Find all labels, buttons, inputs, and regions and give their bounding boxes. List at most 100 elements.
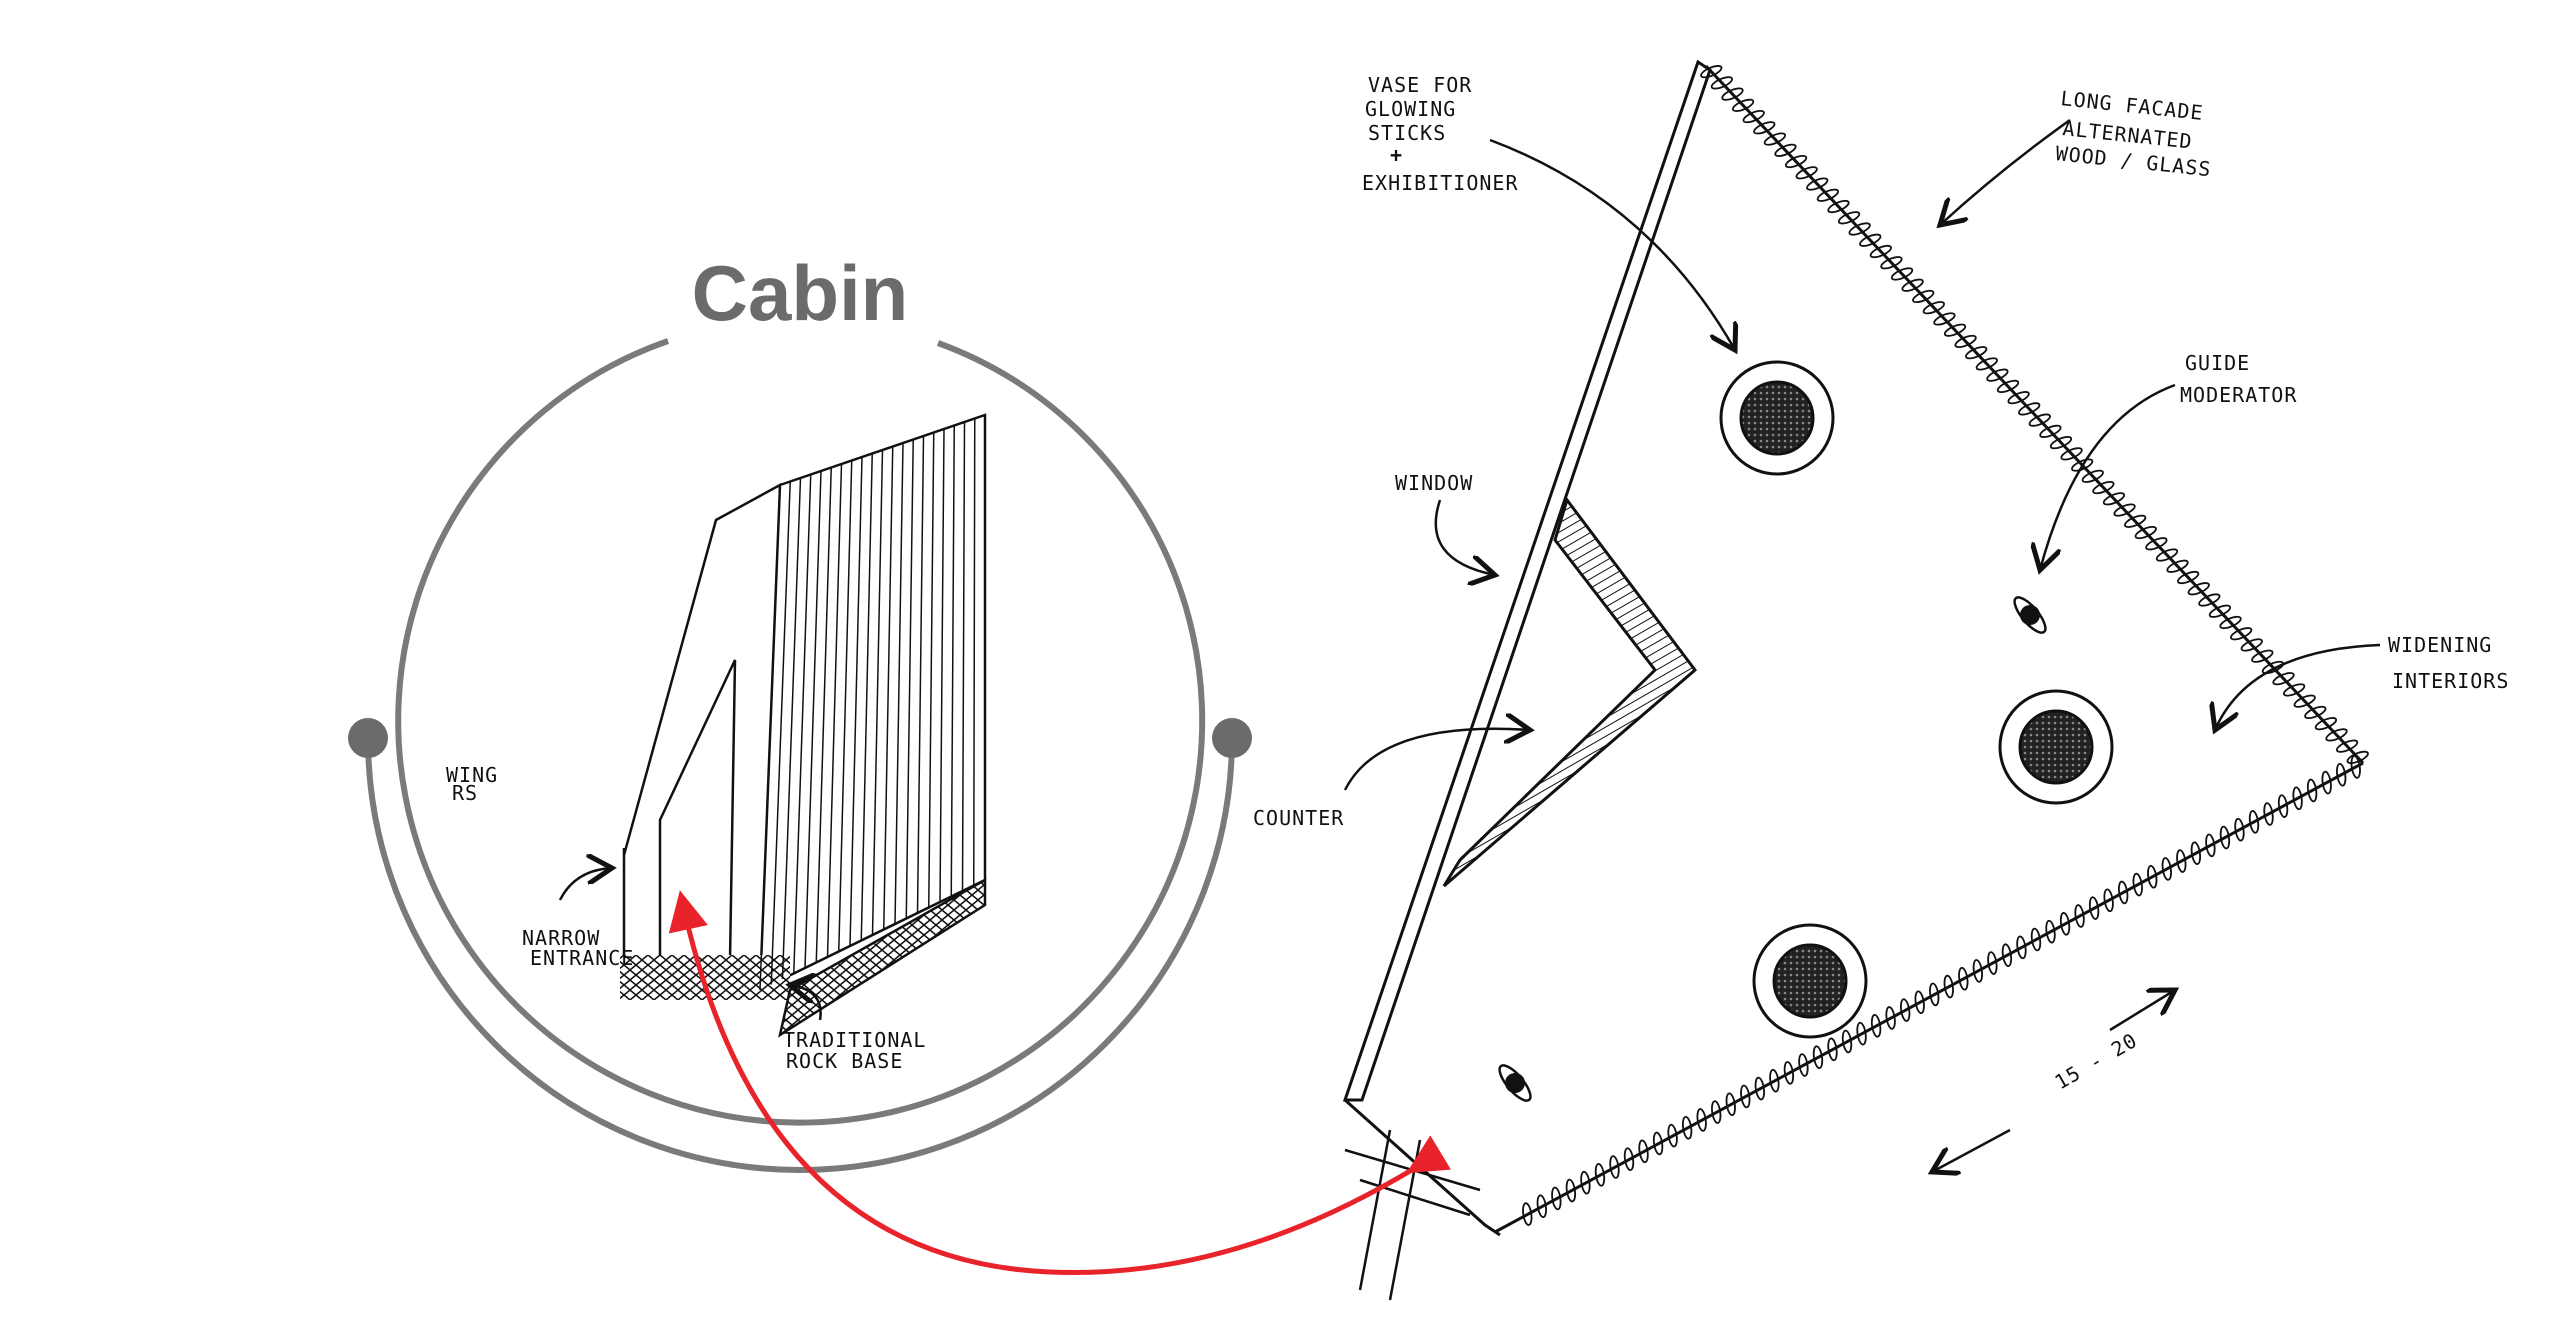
facade-fin <box>1731 98 1755 112</box>
label-interiors: INTERIORS <box>2392 669 2509 693</box>
facade-fin <box>1885 1006 1896 1030</box>
facade-fin <box>1742 109 1765 124</box>
facade-fin <box>961 421 966 892</box>
facade-fin <box>2230 627 2253 641</box>
label-vase: VASE FOR <box>1368 73 1472 97</box>
facade-fin <box>2240 638 2263 652</box>
facade-fin <box>2102 492 2126 506</box>
facade-fin <box>1721 87 1744 101</box>
annotation-arrows <box>1343 118 2381 1172</box>
facade-fin <box>1859 233 1882 247</box>
vases <box>1719 360 2114 1039</box>
person-icon <box>2013 596 2047 634</box>
label-wing-2: RS <box>452 781 478 805</box>
facade-fin <box>1740 1084 1751 1109</box>
facade-fin <box>2124 514 2147 528</box>
long-facade <box>1704 64 2365 765</box>
facade-fin <box>2272 672 2295 686</box>
floor-plan <box>1342 59 2365 1301</box>
facade-fin <box>2314 717 2338 731</box>
facade-fin <box>1763 132 1787 146</box>
facade-fin <box>894 442 904 925</box>
facade-fin <box>2335 739 2359 753</box>
link-arrow <box>668 890 1452 1275</box>
facade-fin <box>1816 188 1839 202</box>
facade-fin <box>1623 1147 1635 1171</box>
facade-fin <box>1827 199 1850 214</box>
ring-left-dot <box>348 718 388 758</box>
facade-fin <box>2161 857 2172 881</box>
label-rock-base: ROCK BASE <box>786 1049 903 1073</box>
plan-left-wall <box>1342 59 1712 1102</box>
facade-fin <box>1711 1100 1722 1124</box>
facade-fin <box>2198 593 2221 607</box>
label-wing: WING <box>446 763 498 787</box>
facade-fin <box>2219 825 2231 850</box>
facade-fin <box>2205 833 2216 858</box>
facade-fin <box>815 467 832 963</box>
facade-fin <box>2292 786 2303 811</box>
facade-fin <box>1975 357 1998 371</box>
facade-fin <box>1965 346 1988 360</box>
facade-fin <box>1958 966 1969 991</box>
facade-fin <box>1848 222 1871 236</box>
facade-fin <box>2045 919 2056 944</box>
facade-fin <box>1827 1037 1838 1062</box>
facade-fin <box>916 435 925 914</box>
facade-fin <box>2030 927 2042 952</box>
facade-fin <box>1869 244 1892 259</box>
label-guide: GUIDE <box>2185 351 2250 375</box>
label-counter: COUNTER <box>1253 806 1344 830</box>
facade-fin <box>2277 794 2289 818</box>
facade-fin <box>2350 755 2361 779</box>
facade-fin <box>1784 154 1808 169</box>
facade-fin <box>1914 990 1925 1015</box>
facade-fin <box>1667 1123 1678 1148</box>
facade-fin <box>2132 872 2143 897</box>
facade-fin <box>860 453 873 941</box>
facade-fin <box>1880 256 1903 270</box>
plan-labels: VASE FOR GLOWING STICKS + EXHIBITIONER L… <box>1253 73 2509 1094</box>
facade-fin <box>2074 904 2085 928</box>
facade-fin <box>2282 683 2306 697</box>
facade-fin <box>1812 1045 1824 1069</box>
facade-fin <box>2248 810 2260 834</box>
facade-fin <box>2263 802 2274 826</box>
facade-fin <box>1943 974 1954 999</box>
facade-fin <box>883 446 894 930</box>
facade-fin <box>804 470 822 969</box>
facade-fin <box>1929 982 1940 1007</box>
facade-fin <box>1753 121 1776 135</box>
label-plus: + <box>1390 143 1403 167</box>
dimension-label: 15 - 20 <box>2051 1028 2142 1094</box>
facade-fin <box>1754 1076 1765 1101</box>
facade-fin <box>871 449 884 936</box>
entrance-steps <box>1344 1129 1481 1301</box>
facade-fin <box>2118 880 2129 905</box>
facade-fin <box>1972 959 1984 983</box>
facade-fin <box>2001 943 2013 967</box>
facade-fin <box>2306 778 2318 803</box>
facade-fin <box>1996 379 2020 393</box>
facade-fin <box>1870 1014 1882 1038</box>
facade-fin <box>2039 424 2062 438</box>
facade-fin <box>2088 896 2100 920</box>
facade-fin <box>2177 570 2200 585</box>
facade-fin <box>2293 694 2316 708</box>
facade-fin <box>2028 413 2051 427</box>
facade-fin <box>1609 1155 1620 1179</box>
facade-fin <box>1943 323 1967 337</box>
facade-fin <box>928 432 935 908</box>
facade-fin <box>2336 762 2347 787</box>
facade-fin <box>1522 1202 1533 1226</box>
facade-fin <box>2071 458 2094 472</box>
facade-fin <box>2092 480 2115 495</box>
facade-fin <box>1565 1178 1577 1203</box>
facade-fin <box>2134 525 2157 540</box>
vase-3 <box>1752 923 1868 1039</box>
label-narrow: NARROW <box>522 926 600 950</box>
person-icons <box>1498 596 2047 1102</box>
facade-fin <box>2081 469 2104 483</box>
